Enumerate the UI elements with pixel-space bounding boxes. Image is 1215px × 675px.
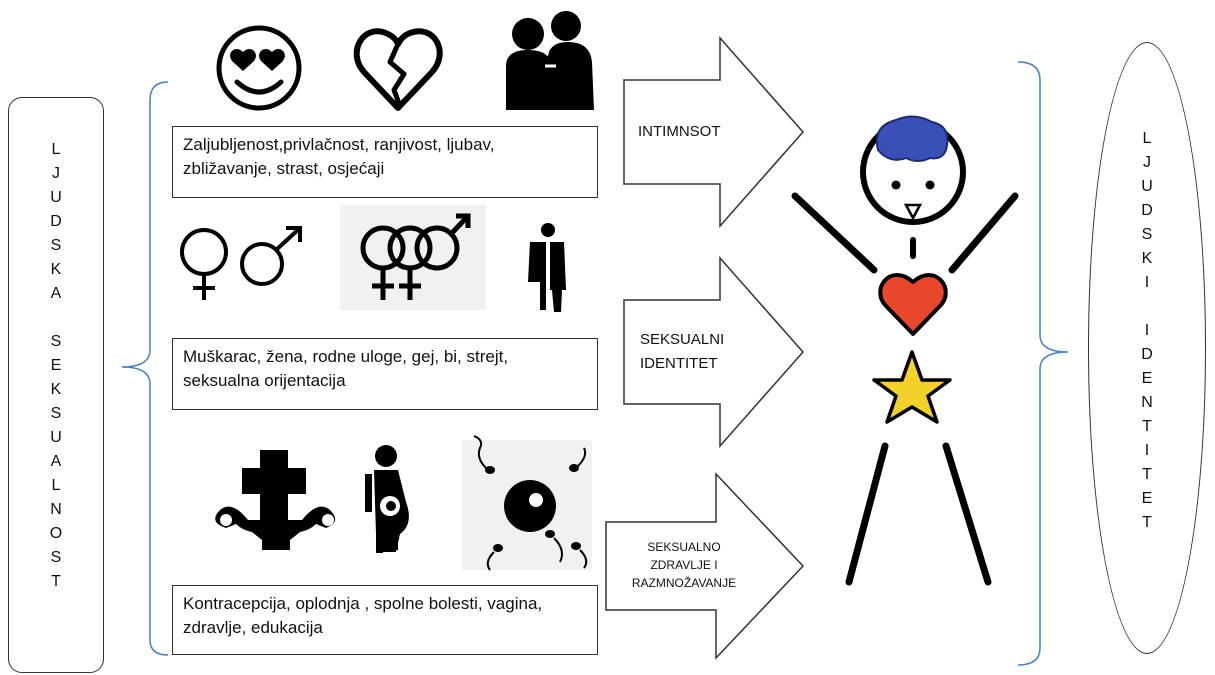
identity-text-box: Muškarac, žena, rodne uloge, gej, bi, st… [172,338,598,410]
vertical-letter: I [1144,322,1150,339]
arrow-label-health-1: SEKSUALNO [647,540,721,554]
vertical-letter: I [1144,274,1150,291]
vertical-letter: T [1142,514,1152,531]
figure-leg-left [845,442,889,586]
pregnant-woman-icon [365,445,409,553]
vertical-letter: L [51,141,61,158]
vertical-letter: D [50,213,62,230]
vertical-letter: J [52,165,60,182]
vertical-letter: L [1142,130,1152,147]
vertical-letter: A [50,285,62,302]
vertical-letter: A [50,453,62,470]
figure-arm-left [791,192,878,274]
arrow-health [605,472,805,660]
intimacy-text-box: Zaljubljenost,privlačnost, ranjivost, lj… [172,126,598,198]
figure-heart [878,273,948,336]
gender-restroom-icon [528,223,566,312]
vertical-letter: E [50,357,62,374]
vertical-letter: I [1144,442,1150,459]
arrow-label-health-3: RAZMNOŽAVANJE [631,576,737,590]
vertical-letter: O [49,525,63,542]
vertical-letter: J [1143,154,1151,171]
figure-leg-right [942,442,992,586]
vertical-letter: U [1141,178,1153,195]
sperm-egg-icon [473,435,588,571]
broken-heart-icon [353,28,443,111]
intersex-symbols-icon [360,213,471,300]
male-symbol-icon [240,226,302,286]
figure-hair [875,115,949,162]
smiley-heart-eyes-icon [216,25,302,111]
arrow-label-health-2: ZDRAVLJE I [650,558,718,572]
vertical-letter: E [1141,490,1153,507]
vertical-letter: S [50,405,62,422]
arrow-identity [623,256,805,448]
vertical-letter: U [50,429,62,446]
female-symbol-icon [180,228,228,300]
vertical-letter: L [51,477,61,494]
arrow-intimacy [623,36,805,228]
vertical-letter: N [1141,394,1153,411]
uterus-cross-icon [215,450,336,550]
vertical-letter: T [51,573,61,590]
arrow-label-identity-1: SEKSUALNI [640,331,725,348]
right-curly-bracket [1017,61,1069,666]
vertical-letter: D [1141,202,1153,219]
left-curly-bracket [121,81,169,656]
vertical-letter: D [1141,346,1153,363]
figure-arm-right [948,192,1019,274]
vertical-letter: T [1142,418,1152,435]
vertical-letter: S [1141,226,1153,243]
vertical-letter: N [50,501,62,518]
arrow-label-identity-2: IDENTITET [640,355,718,372]
vertical-letter: K [1141,250,1153,267]
couple-icon [506,11,594,110]
figure-star [872,350,952,424]
vertical-letter: S [50,549,62,566]
vertical-letter: S [50,333,62,350]
arrow-label-intimacy: INTIMNSOT [638,123,721,140]
vertical-letter: E [1141,370,1153,387]
stick-figure [791,115,1019,586]
vertical-letter: K [50,381,62,398]
vertical-letter: S [50,237,62,254]
vertical-letter: K [50,261,62,278]
health-text-box: Kontracepcija, oplodnja , spolne bolesti… [172,585,598,655]
vertical-letter: U [50,189,62,206]
vertical-letter: T [1142,466,1152,483]
